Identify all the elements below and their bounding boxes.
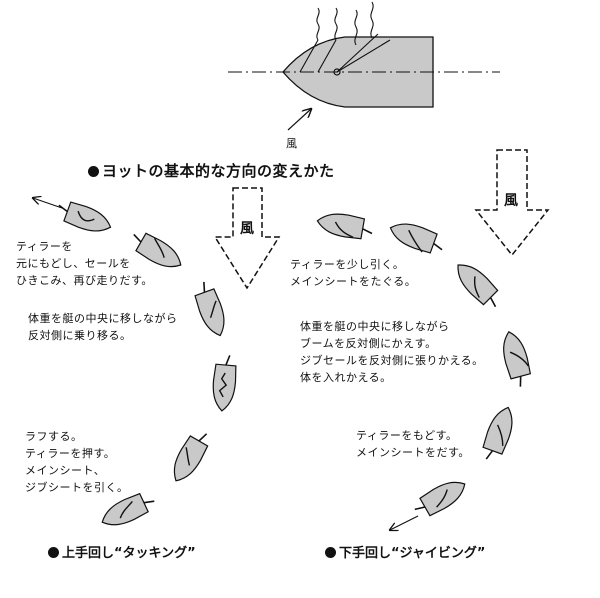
- tacking-note-1: ティラーを 元にもどし、セールを ひきこみ、再び走りだす。: [16, 240, 153, 287]
- tacking-caption: 上手回し“タッキング”: [48, 542, 196, 561]
- tacking-exit-arrow: [33, 198, 63, 209]
- jibing-boat-4: [503, 331, 532, 387]
- tacking-boat-2: [133, 232, 182, 268]
- tacking-boat-3: [194, 281, 225, 337]
- tacking-caption-text: 上手回し“タッキング”: [62, 546, 196, 561]
- jibing-boat-5: [482, 406, 513, 460]
- bullet-icon: [325, 547, 336, 558]
- jibing-caption-text: 下手回し“ジャイビング”: [339, 546, 486, 561]
- wind-label-right: 風: [504, 193, 518, 209]
- tacking-note-2: 体重を艇の中央に移しながら 反対側に乗り移る。: [28, 312, 178, 342]
- wind-arrow-small: [287, 109, 311, 131]
- jibing-boat-2: [389, 223, 443, 254]
- tacking-boat-1: [58, 201, 112, 232]
- wind-label-left: 風: [240, 221, 254, 237]
- jibing-boat-3: [457, 264, 499, 308]
- jibing-note-3: ティラーをもどす。 メインシートをだす。: [356, 429, 470, 459]
- jibing-note-2: 体重を艇の中央に移しながら ブームを反対側にかえす。 ジブセールを反対側に張りか…: [300, 320, 484, 384]
- wind-arrow-right: [474, 149, 550, 257]
- jibing-caption: 下手回し“ジャイビング”: [325, 542, 485, 561]
- tacking-boat-5: [173, 433, 209, 482]
- telltale-lines: [299, 1, 391, 73]
- tacking-boat-4: [212, 355, 237, 412]
- jibing-boat-1: [316, 213, 373, 240]
- jibing-exit-arrow: [390, 515, 419, 530]
- wind-label-small: 風: [286, 137, 297, 150]
- main-title-text: ヨットの基本的な方向の変えかた: [102, 162, 335, 180]
- jibing-sequence: [316, 213, 532, 517]
- top-boat-diagram: [228, 1, 500, 131]
- tacking-boat-6: [101, 492, 155, 526]
- tacking-note-3: ラフする。 ティラーを押す。 メインシート、 ジブシートを引く。: [25, 430, 129, 494]
- bullet-icon: [48, 547, 59, 558]
- jibing-note-1: ティラーを少し引く。 メインシートをたぐる。: [290, 258, 417, 288]
- tacking-sequence: [58, 201, 237, 526]
- jibing-boat-6: [414, 481, 466, 517]
- main-title: ヨットの基本的な方向の変えかた: [88, 160, 335, 181]
- bullet-icon: [88, 166, 99, 177]
- wind-arrow-left: [213, 187, 281, 290]
